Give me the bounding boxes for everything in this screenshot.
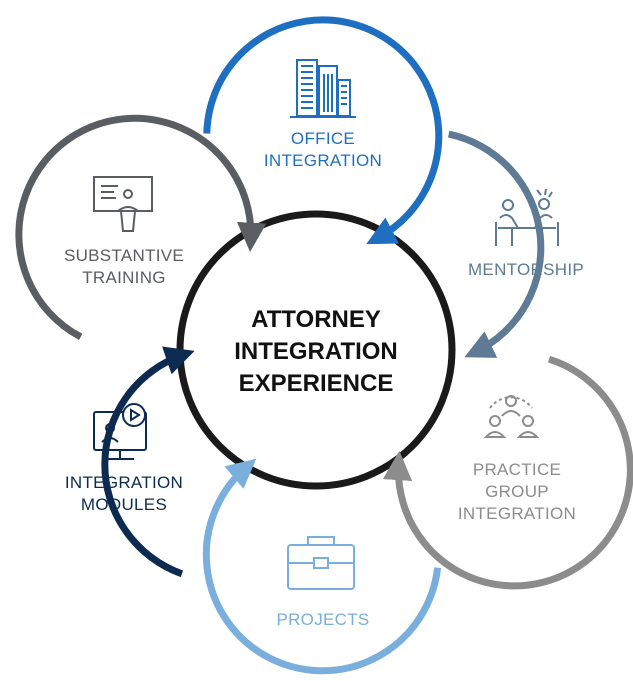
video-monitor-icon bbox=[93, 403, 147, 460]
projects-label: PROJECTS bbox=[248, 609, 398, 631]
training-label: SUBSTANTIVE TRAINING bbox=[44, 245, 204, 289]
office-buildings-icon bbox=[290, 59, 356, 118]
training-arc bbox=[15, 114, 267, 340]
projects-arc bbox=[202, 458, 442, 675]
center-title-line3: EXPERIENCE bbox=[238, 370, 394, 397]
practice-label-line3: INTEGRATION bbox=[457, 504, 577, 523]
office-arc bbox=[203, 16, 443, 245]
people-group-icon bbox=[483, 395, 540, 438]
mentorship-label-line1: MENTORSHIP bbox=[467, 260, 585, 279]
presenter-podium-icon bbox=[93, 176, 153, 232]
office-label-line1: OFFICE bbox=[290, 129, 356, 148]
training-label-line2: TRAINING bbox=[82, 268, 166, 287]
center-title-line2: INTEGRATION bbox=[234, 338, 398, 365]
practice-arc bbox=[382, 355, 633, 590]
modules-label: INTEGRATION MODULES bbox=[44, 472, 204, 516]
office-label-line2: INTEGRATION bbox=[263, 151, 383, 170]
projects-label-line1: PROJECTS bbox=[276, 610, 370, 629]
mentorship-meeting-icon bbox=[495, 188, 559, 246]
practice-label: PRACTICE GROUP INTEGRATION bbox=[442, 459, 592, 525]
office-label: OFFICE INTEGRATION bbox=[238, 128, 408, 172]
training-label-line1: SUBSTANTIVE bbox=[63, 246, 185, 265]
briefcase-icon bbox=[287, 536, 355, 590]
mentorship-label: MENTORSHIP bbox=[451, 259, 601, 281]
mentorship-arc bbox=[447, 130, 545, 358]
practice-label-line2: GROUP bbox=[485, 482, 549, 501]
center-title: ATTORNEY INTEGRATION EXPERIENCE bbox=[206, 304, 426, 400]
modules-label-line1: INTEGRATION bbox=[64, 473, 184, 492]
practice-label-line1: PRACTICE bbox=[472, 460, 562, 479]
center-title-line1: ATTORNEY bbox=[251, 306, 381, 333]
modules-label-line2: MODULES bbox=[80, 495, 168, 514]
modules-arc bbox=[101, 346, 195, 578]
